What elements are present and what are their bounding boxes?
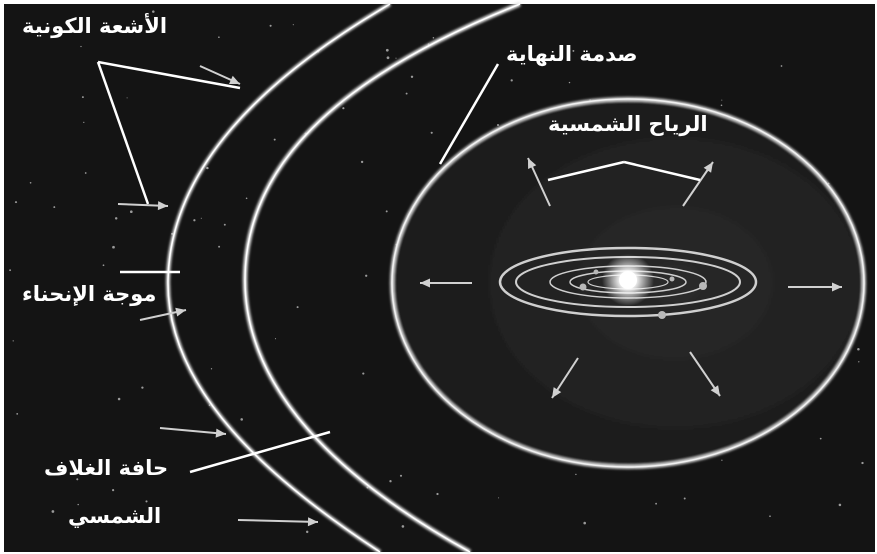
star [83,121,85,124]
star [29,181,32,184]
star [200,217,202,219]
star [568,81,571,84]
star [365,274,368,277]
star [360,160,364,164]
star [84,172,87,174]
star [385,48,389,52]
star [206,166,209,170]
star [274,338,277,340]
cosmic-ray-arrow [139,307,187,321]
solar-wind-label: الرياح الشمسية [548,112,708,136]
star [210,368,213,370]
star [385,210,388,213]
solar-wind-arrow [788,282,842,292]
star [193,219,196,222]
star [861,461,864,465]
star [430,131,433,134]
solar-wind-arrow [682,161,714,207]
star [655,502,657,505]
star [858,361,860,363]
cosmic-ray-arrow [199,65,241,85]
cosmic-ray-arrow [237,517,319,527]
star [112,489,115,492]
star [112,245,115,249]
solar-wind-arrows [420,157,842,399]
solar-wind-arrow [527,157,551,207]
star [305,530,309,534]
label-pointers [96,60,701,474]
star [53,206,56,209]
star [126,97,128,99]
star [386,56,390,60]
star [769,515,771,518]
termination-shock-label: صدمة النهاية [506,42,638,66]
star [436,492,439,496]
star [269,24,272,27]
star [114,217,118,220]
star [9,269,12,272]
star [410,75,414,79]
star [389,480,392,483]
star [819,437,822,440]
cosmic-ray-arrow [159,427,227,438]
star [129,210,133,214]
star [721,99,723,101]
solar-wind-arrow [420,278,472,288]
star [34,295,36,298]
heliopause-label-line2: الشمسي [68,504,162,528]
star [81,96,84,99]
heliopause-label-line1: حافة الغلاف [44,456,169,480]
planets [579,269,707,319]
bow-wave-label: موجة الإنحناء [22,282,157,306]
star [399,474,403,477]
solar-wind-arrow [689,351,721,397]
star [152,10,155,13]
star [405,92,408,95]
star [838,503,842,507]
star [117,397,121,401]
star [496,123,500,127]
star [245,197,248,200]
star [510,79,513,82]
star [145,500,148,503]
star [720,104,723,107]
star [77,503,79,506]
star [16,412,19,415]
star [218,245,221,248]
star [102,264,105,267]
solar-wind-arrow [551,357,579,399]
star [583,521,586,525]
star [240,418,243,421]
star [12,340,14,342]
star [401,525,405,528]
star [721,459,723,461]
star [780,65,783,67]
star [292,24,294,26]
star [362,372,365,375]
star [857,347,860,351]
cosmic-ray-arrows [117,65,319,527]
star [543,55,546,57]
star [296,306,299,309]
star [575,473,577,476]
star [79,20,82,23]
star [51,510,55,513]
star [432,37,435,39]
star [342,107,345,110]
star [80,45,82,48]
cosmic-rays-label: الأشعة الكونية [22,14,168,38]
star [141,386,144,389]
cosmic-ray-arrow [117,201,169,211]
star [76,478,79,481]
star [498,497,500,499]
star [683,497,686,500]
star [273,138,276,141]
star [572,49,575,52]
star [395,57,397,59]
star [14,201,18,204]
star [218,36,220,39]
star [223,223,226,226]
